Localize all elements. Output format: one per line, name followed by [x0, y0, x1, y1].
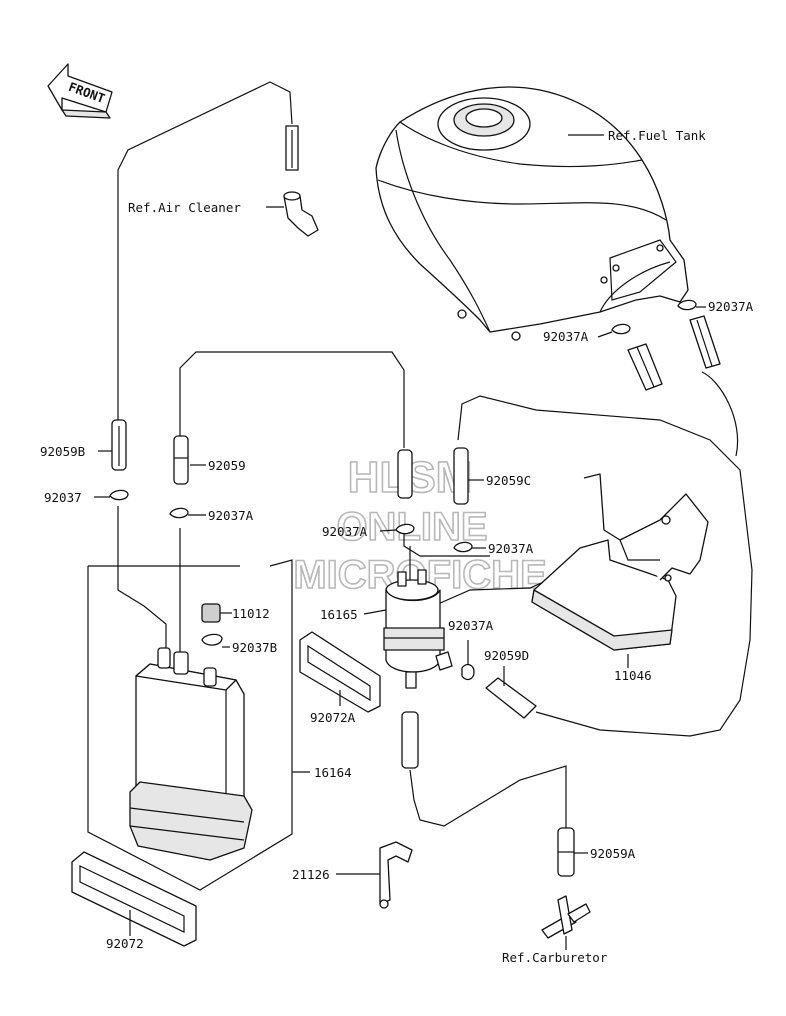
- label-21126: 21126: [292, 867, 330, 882]
- hose-lines: [87, 81, 753, 891]
- label-92037A-right: 92037A: [488, 541, 534, 556]
- canister-16164: [129, 603, 253, 861]
- label-92059C: 92059C: [486, 473, 531, 488]
- separator-16165: [383, 569, 453, 689]
- label-11012: 11012: [232, 606, 270, 621]
- label-92037A-mid: 92037A: [322, 524, 368, 539]
- label-ref-carburetor: Ref.Carburetor: [502, 950, 608, 965]
- label-92059A: 92059A: [590, 846, 636, 861]
- air-cleaner-fitting: [283, 125, 319, 237]
- t-fitting: [541, 895, 591, 939]
- clamp-21126: [379, 841, 413, 909]
- label-92037A-lower: 92037A: [448, 618, 494, 633]
- strap-92072A: [299, 631, 381, 713]
- front-arrow-icon: FRONT: [47, 63, 113, 119]
- label-92072: 92072: [106, 936, 144, 951]
- label-92037A-left: 92037A: [208, 508, 254, 523]
- fuel-tank: [375, 86, 689, 341]
- part-labels: Ref.Fuel Tank Ref.Air Cleaner 92037A 920…: [40, 128, 754, 965]
- label-92059D: 92059D: [484, 648, 529, 663]
- label-92059B: 92059B: [40, 444, 85, 459]
- clamps: [109, 489, 475, 681]
- bracket-11046: [531, 473, 709, 651]
- small-hoses: [111, 419, 575, 877]
- label-16165: 16165: [320, 607, 358, 622]
- leader-lines: [94, 134, 706, 950]
- label-16164: 16164: [314, 765, 352, 780]
- label-ref-air-cleaner: Ref.Air Cleaner: [128, 200, 241, 215]
- label-92072A: 92072A: [310, 710, 356, 725]
- tank-hoses: [611, 299, 721, 391]
- label-92037B: 92037B: [232, 640, 277, 655]
- strap-92072: [71, 851, 197, 947]
- label-11046: 11046: [614, 668, 652, 683]
- label-92059: 92059: [208, 458, 246, 473]
- label-92037: 92037: [44, 490, 82, 505]
- label-92037A-tank-right: 92037A: [708, 299, 754, 314]
- label-92037A-tank-left: 92037A: [543, 329, 589, 344]
- label-ref-fuel-tank: Ref.Fuel Tank: [608, 128, 706, 143]
